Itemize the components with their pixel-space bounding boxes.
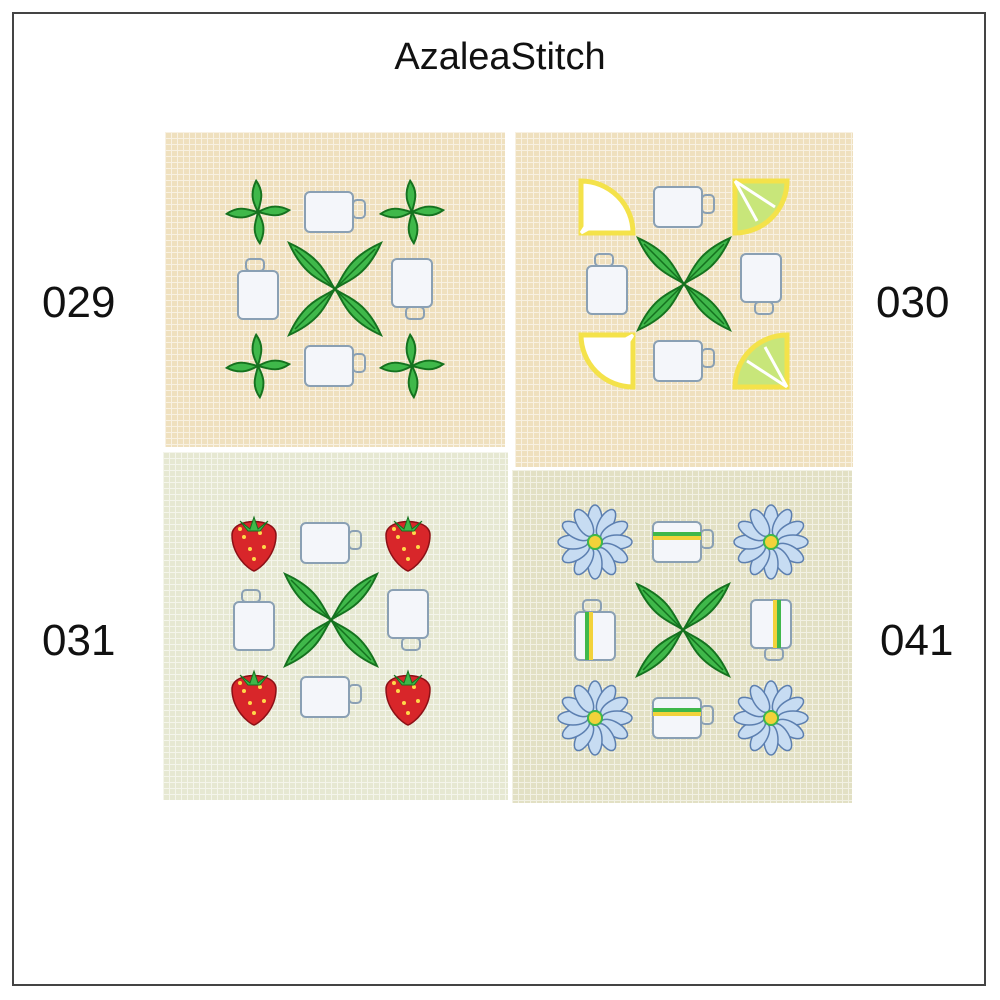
stitch-photo-030: [515, 132, 853, 467]
motif-teacup: [233, 589, 275, 651]
stitch-photo-029: [165, 132, 505, 447]
stitch-photo-041: [512, 470, 852, 803]
motif-mint-center: [635, 582, 731, 678]
motif-daisy: [557, 680, 633, 756]
brand-title: AzaleaStitch: [394, 36, 606, 78]
motif-mint-sprig: [378, 332, 446, 400]
motif-teacup: [740, 253, 782, 315]
motif-mint-center: [283, 572, 379, 668]
motif-mint-center: [287, 241, 383, 337]
motif-mint-sprig: [224, 332, 292, 400]
motif-strawberry: [231, 515, 277, 572]
pattern-code-030: 030: [876, 278, 950, 327]
motif-teacup: [304, 345, 366, 387]
motif-teacup: [300, 676, 362, 718]
pattern-code-041: 041: [880, 616, 954, 665]
motif-striped-teacup: [652, 697, 714, 739]
motif-teacup: [586, 253, 628, 315]
stitch-photo-031: [163, 452, 508, 800]
motif-strawberry: [385, 669, 431, 726]
motif-teacup: [653, 340, 715, 382]
motif-lemon-wedge: [578, 332, 636, 390]
motif-striped-teacup: [652, 521, 714, 563]
motif-teacup: [300, 522, 362, 564]
motif-teacup: [387, 589, 429, 651]
motif-teacup: [304, 191, 366, 233]
motif-lemon-wedge: [578, 178, 636, 236]
motif-striped-teacup: [750, 599, 792, 661]
motif-strawberry: [231, 669, 277, 726]
motif-strawberry: [385, 515, 431, 572]
motif-teacup: [237, 258, 279, 320]
motif-lime-wedge: [732, 178, 790, 236]
motif-lime-wedge: [732, 332, 790, 390]
motif-striped-teacup: [574, 599, 616, 661]
motif-daisy: [733, 680, 809, 756]
pattern-code-029: 029: [42, 278, 116, 327]
motif-teacup: [653, 186, 715, 228]
pattern-code-031: 031: [42, 616, 116, 665]
motif-mint-sprig: [224, 178, 292, 246]
motif-daisy: [557, 504, 633, 580]
motif-mint-center: [636, 236, 732, 332]
motif-teacup: [391, 258, 433, 320]
motif-mint-sprig: [378, 178, 446, 246]
motif-daisy: [733, 504, 809, 580]
